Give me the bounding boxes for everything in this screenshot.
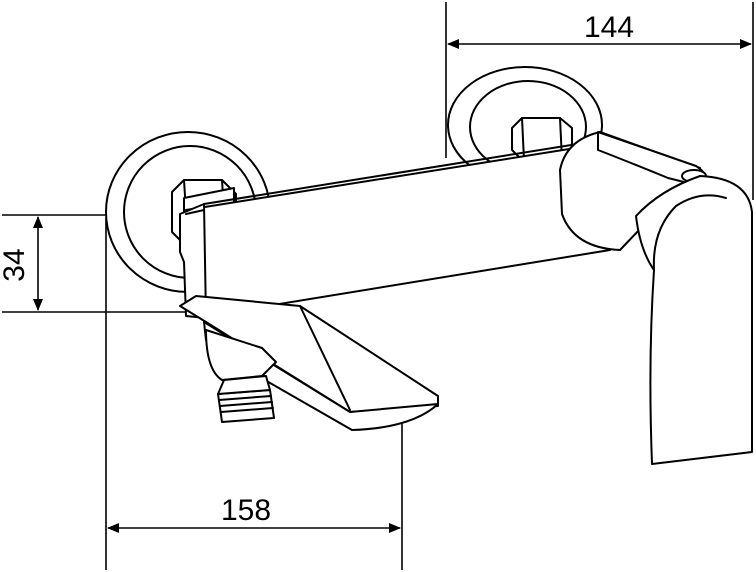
- lever-handle: [635, 175, 753, 465]
- diverter-outlet: [205, 329, 277, 423]
- dimension-158: 158: [105, 218, 403, 570]
- dimension-label-144: 144: [584, 11, 634, 44]
- spout: [179, 295, 439, 431]
- cartridge-housing: [559, 131, 707, 251]
- spout-underside: [203, 321, 439, 431]
- dimension-144: 144: [445, 2, 754, 200]
- dimension-label-158: 158: [221, 494, 271, 527]
- dimension-label-34: 34: [0, 248, 31, 281]
